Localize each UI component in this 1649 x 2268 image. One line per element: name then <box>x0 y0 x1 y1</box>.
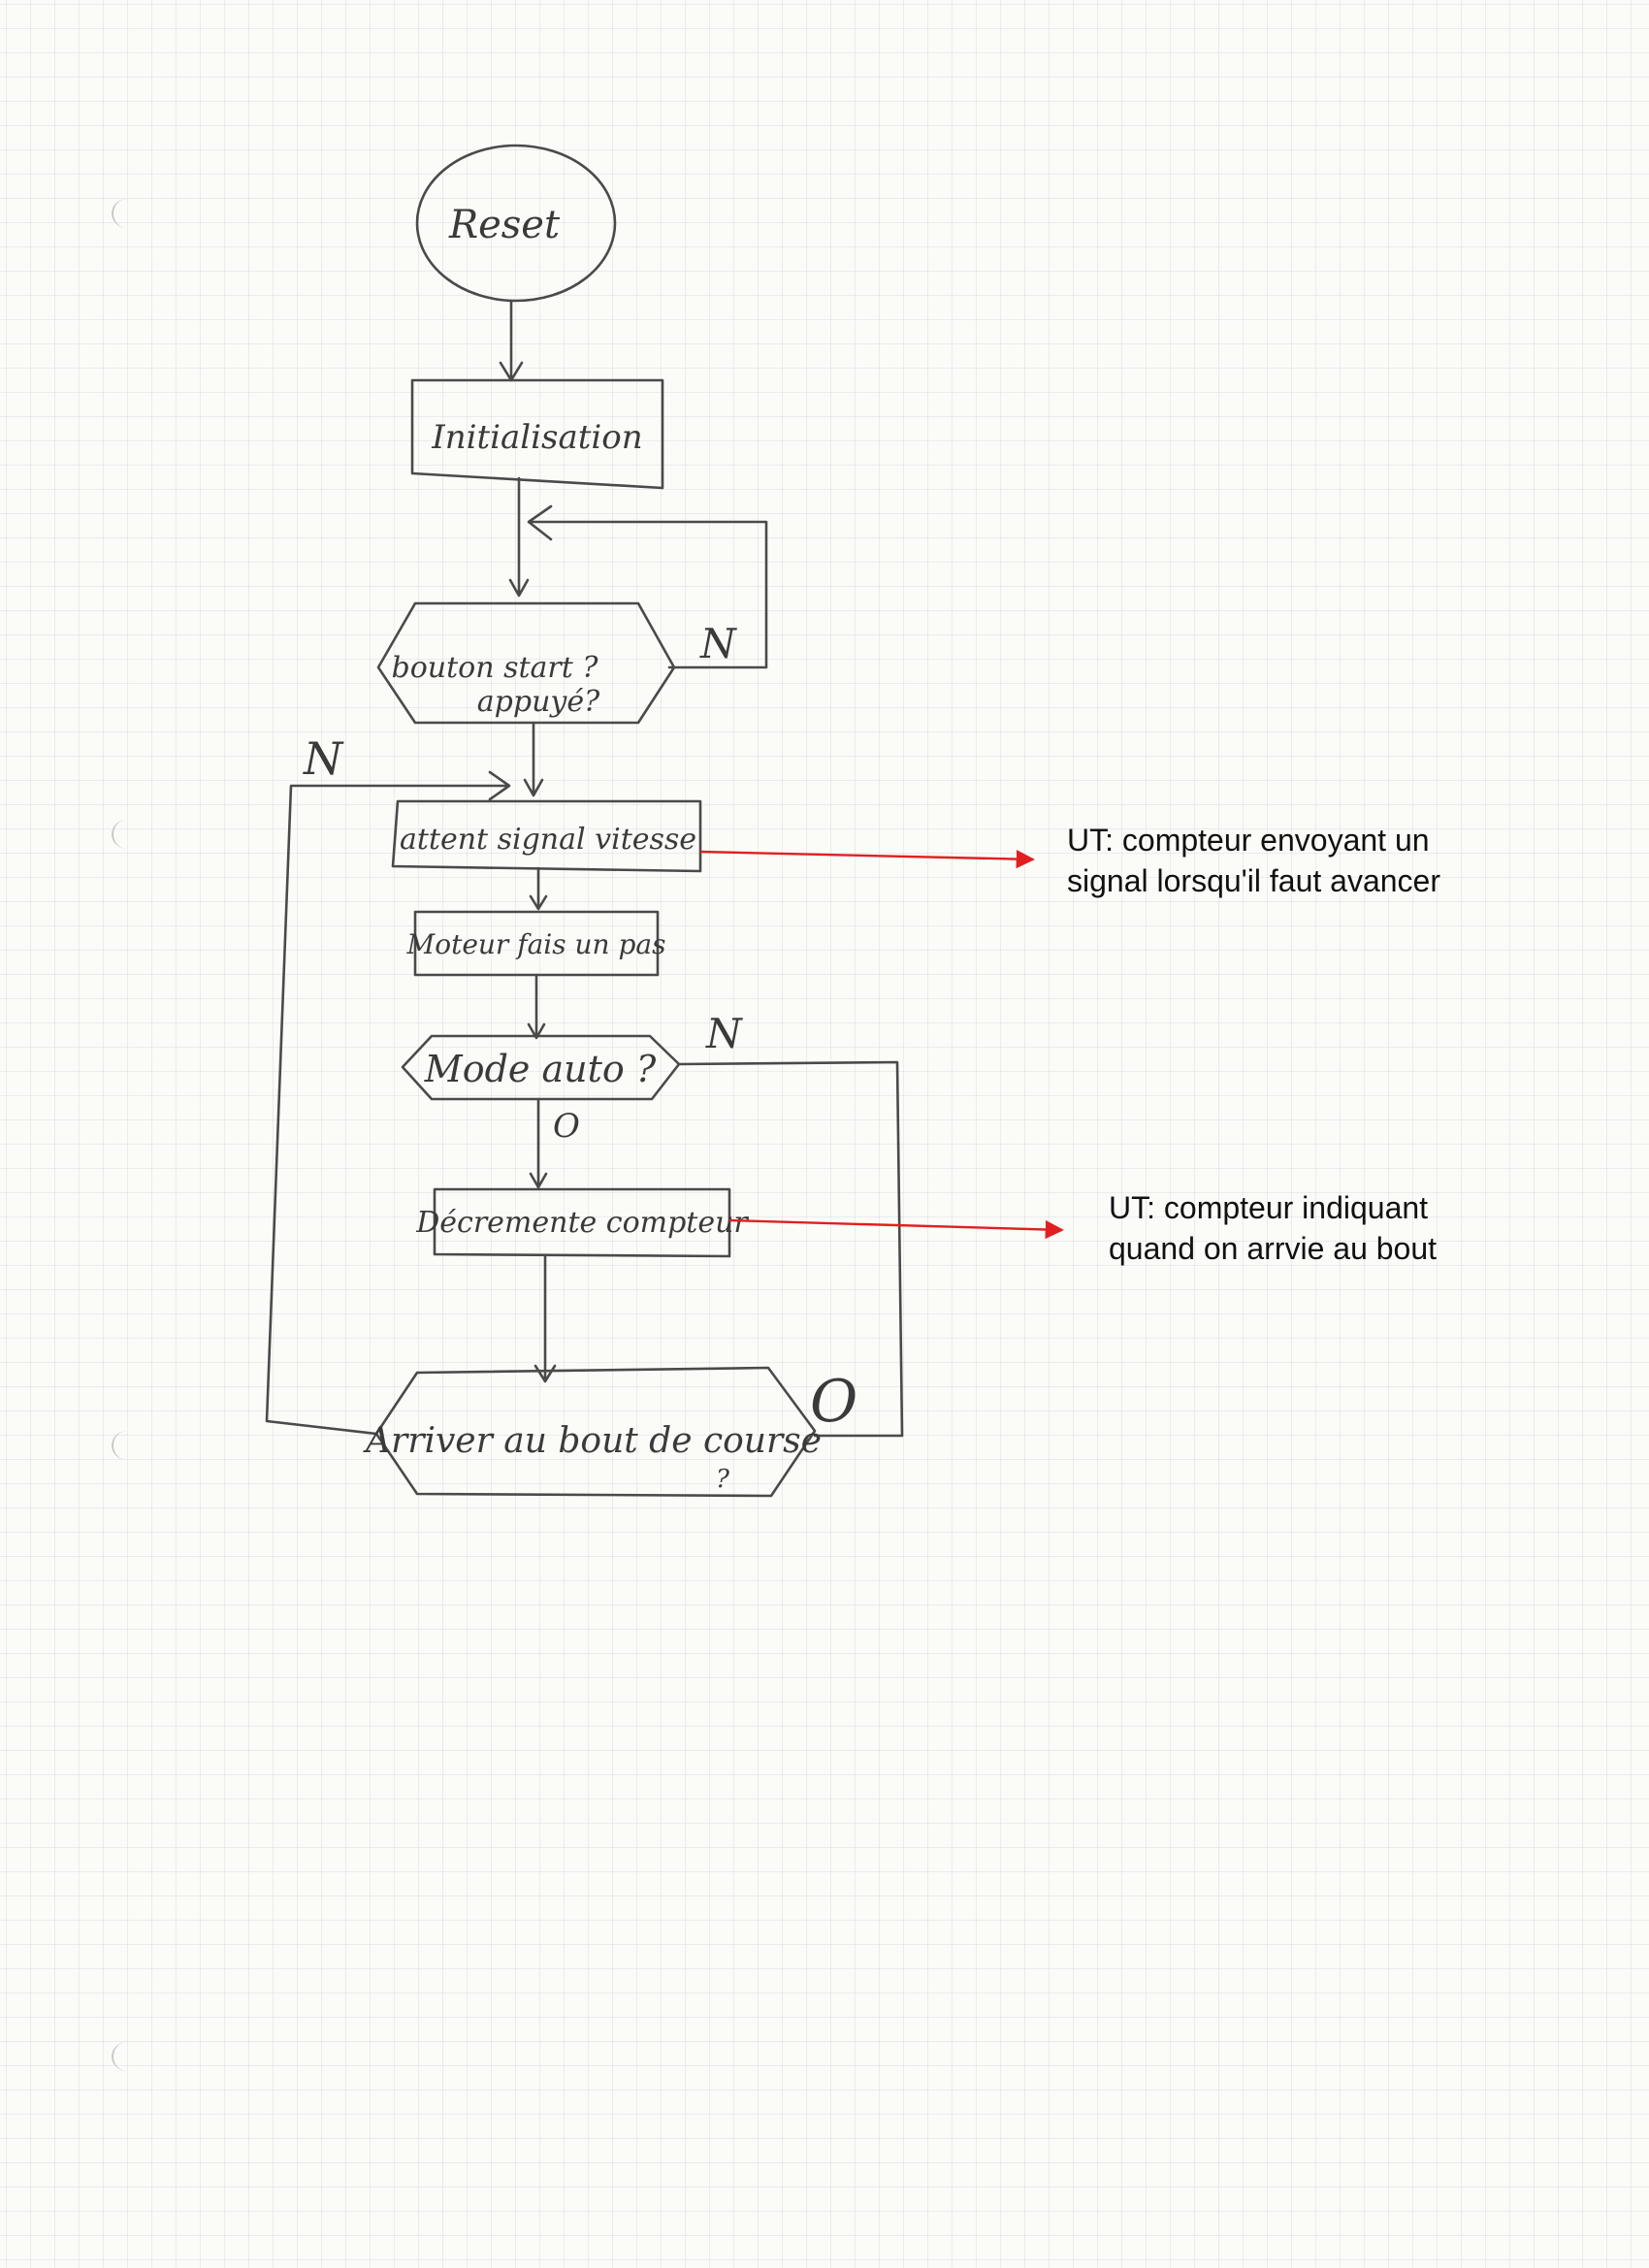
end-label-line2: ? <box>716 1465 730 1494</box>
auto-label: Mode auto ? <box>424 1048 657 1090</box>
annotation-arrow-decrement <box>728 1218 1064 1240</box>
auto-yes-label: O <box>553 1107 580 1146</box>
decrement-label: Décremente compteur <box>415 1206 749 1240</box>
start-no-label: N <box>699 620 737 667</box>
init-label: Initialisation <box>431 418 642 457</box>
annotation-arrow-wait <box>699 849 1035 869</box>
binder-hole <box>112 1431 143 1460</box>
annotation-signal-counter: UT: compteur envoyant un signal lorsqu'i… <box>1067 820 1440 901</box>
reset-node: Reset <box>415 144 617 303</box>
annotation-line: signal lorsqu'il faut avancer <box>1067 863 1440 898</box>
loop-end-no <box>265 770 511 1436</box>
arrow-start-wait <box>523 721 544 797</box>
init-node: Initialisation <box>410 378 664 490</box>
wait-loop-no-label: N <box>303 732 344 785</box>
arrow-reset-init <box>499 299 524 382</box>
end-decision-node: Arriver au bout de course ? <box>363 1366 822 1498</box>
annotation-line: UT: compteur indiquant <box>1109 1190 1429 1225</box>
wait-label: attent signal vitesse <box>400 823 696 857</box>
motor-node: Moteur fais un pas <box>406 910 666 977</box>
arrow-auto-dec <box>529 1097 548 1189</box>
arrow-motor-auto <box>527 973 546 1040</box>
annotation-line: UT: compteur envoyant un <box>1067 823 1430 858</box>
binder-hole <box>112 820 143 849</box>
arrow-init-start <box>508 476 530 598</box>
decrement-node: Décremente compteur <box>415 1187 749 1258</box>
start-decision-node: bouton start ? appuyé? <box>376 601 676 725</box>
end-yes-label: O <box>810 1368 857 1436</box>
auto-no-label: N <box>705 1010 743 1057</box>
binder-hole <box>112 2042 143 2071</box>
auto-no-connector <box>677 1060 904 1438</box>
reset-label: Reset <box>448 203 561 247</box>
annotation-line: quand on arrvie au bout <box>1109 1231 1438 1266</box>
binder-hole <box>112 199 143 228</box>
wait-node: attent signal vitesse <box>391 799 702 873</box>
loop-start-no <box>527 504 768 669</box>
arrow-dec-end <box>534 1254 557 1383</box>
auto-decision-node: Mode auto ? <box>401 1034 681 1101</box>
motor-label: Moteur fais un pas <box>406 928 666 960</box>
end-label-line1: Arriver au bout de course <box>363 1421 822 1461</box>
annotation-end-counter: UT: compteur indiquant quand on arrvie a… <box>1109 1187 1437 1269</box>
start-label-line2: appuyé? <box>477 685 600 719</box>
start-label-line1: bouton start ? <box>392 651 599 685</box>
arrow-wait-motor <box>529 866 548 911</box>
